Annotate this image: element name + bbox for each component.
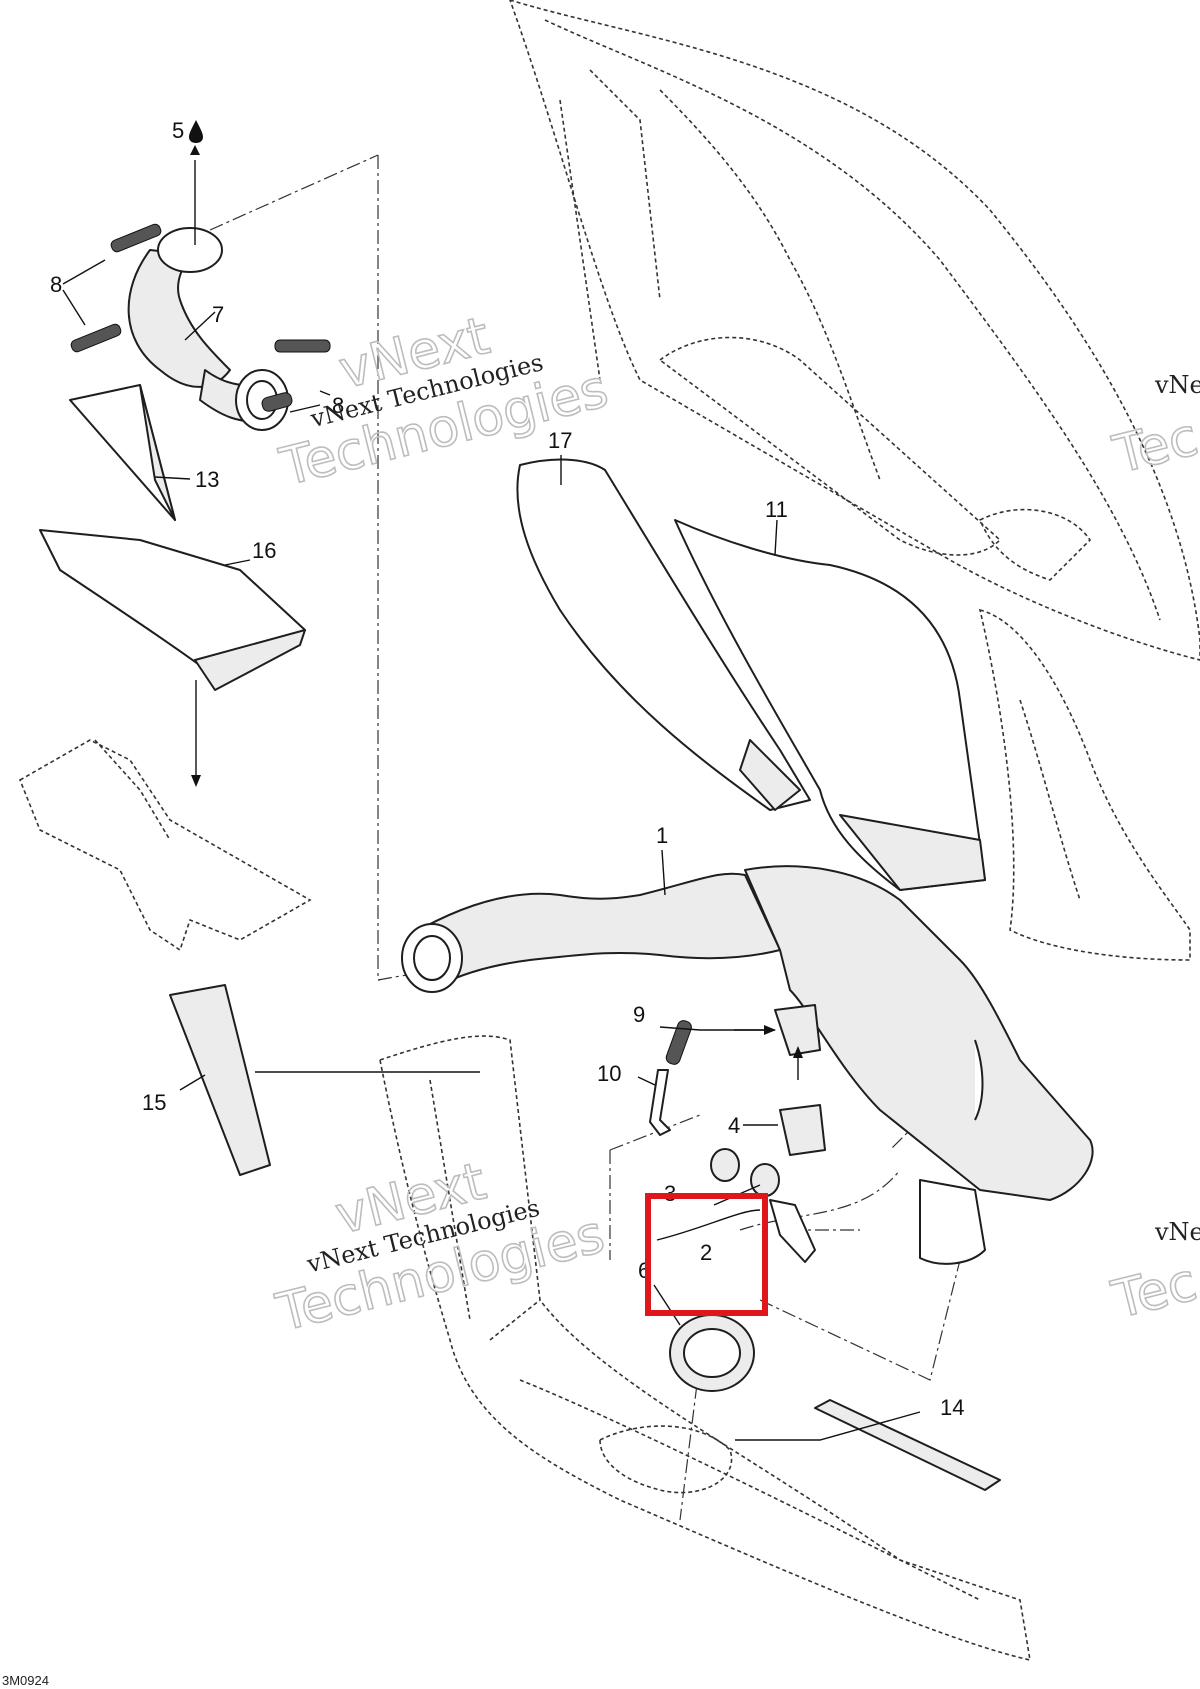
highlight-box [645,1193,768,1316]
callout-1: 1 [656,823,668,848]
spring-part-9 [665,1020,692,1065]
watermark-edge-right: vNe Tec vNe Tec [1105,371,1200,1332]
heat-shield-part-16 [39,529,306,691]
callout-7: 7 [212,302,224,327]
springs-part-8 [70,223,331,412]
body-frame-lower [379,1035,1031,1662]
callout-11: 11 [765,497,788,522]
bracket-frame-left [18,739,312,952]
body-frame-upper [509,0,1200,661]
watermark-lower: vNext vNext Technologies Technologies [270,1151,611,1345]
muffler-part-1 [401,865,1094,1265]
rubber-mount-part-3b [750,1163,780,1197]
rail-part-15 [169,984,271,1176]
callout-10: 10 [597,1061,621,1086]
svg-text:Tec: Tec [1106,1252,1200,1331]
callout-17: 17 [548,428,572,453]
callout-8-lower: 8 [332,393,344,418]
grommet-part-4 [779,1104,826,1156]
side-panel-right [978,608,1191,961]
clip-part-2 [769,1199,816,1263]
oil-drop-icon [189,120,203,143]
bracket-part-10 [649,1069,671,1136]
trim-strip-part-14 [814,1399,1001,1491]
callout-13: 13 [195,467,219,492]
grommet-ring-part-6 [669,1314,755,1392]
callout-5: 5 [172,118,184,143]
svg-text:vNe: vNe [1154,1218,1200,1246]
callout-15: 15 [142,1090,166,1115]
rubber-mount-part-3a [710,1148,740,1182]
hanger-bracket [774,1004,821,1056]
leader-lines [62,145,921,1441]
shield-part-17 [516,458,811,811]
callout-16: 16 [252,538,276,563]
svg-text:Tec: Tec [1107,407,1200,486]
shield-part-11 [674,519,986,891]
svg-text:vNe: vNe [1154,371,1200,399]
exhaust-manifold-part-7 [127,227,289,431]
callout-9: 9 [633,1002,645,1027]
callout-14: 14 [940,1395,964,1420]
callout-4: 4 [728,1113,740,1138]
reference-code: 3M0924 [2,1673,49,1688]
heat-shield-part-13 [69,384,176,521]
callout-2: 2 [700,1240,712,1265]
callout-8-upper: 8 [50,272,62,297]
